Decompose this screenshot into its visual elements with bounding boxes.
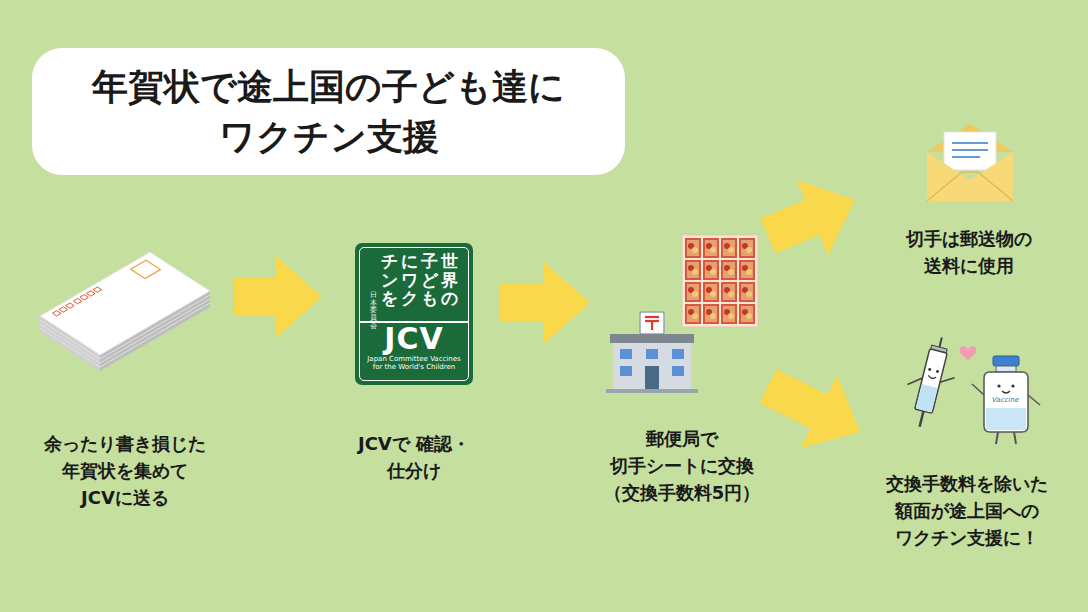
post-office bbox=[606, 312, 698, 393]
logo-top: 日本委員会世界の子どもにワクチンを bbox=[370, 243, 458, 317]
step-caption: JCVで 確認・仕分け bbox=[355, 430, 473, 484]
step-caption: 交換手数料を除いた 額面が途上国への ワクチン支援に！ bbox=[880, 470, 1054, 551]
title-text: 年賀状で途上国の子ども達に ワクチン支援 bbox=[89, 62, 569, 162]
vial-label: Vaccine bbox=[992, 396, 1019, 405]
jcv-logo: 日本委員会世界の子どもにワクチンを JCVJapan Committee Vacc… bbox=[355, 243, 473, 385]
step-caption: 余ったり書き損じた 年賀状を集めて JCVに送る bbox=[39, 430, 211, 511]
block-arrow bbox=[234, 256, 322, 338]
step-caption: 切手は郵送物の 送料に使用 bbox=[899, 225, 1039, 279]
vaccine-characters bbox=[898, 332, 1040, 444]
logo-english: Japan Committee Vaccines for the World's… bbox=[366, 355, 462, 371]
step-node: 交換手数料を除いた 額面が途上国への ワクチン支援に！ bbox=[862, 335, 1072, 555]
postcard-stack bbox=[40, 252, 210, 371]
step-caption: 郵便局で 切手シートに交換 （交換手数料5円） bbox=[596, 425, 768, 506]
step-node: 郵便局で 切手シートに交換 （交換手数料5円） bbox=[592, 232, 772, 510]
logo-subtext: 日本委員会 bbox=[370, 292, 377, 330]
stamp-sheet bbox=[682, 235, 758, 327]
block-arrow bbox=[500, 262, 590, 344]
block-arrow bbox=[761, 180, 855, 256]
logo-vertical-text: 世界の子どもにワクチンを bbox=[381, 252, 458, 310]
logo-wordmark: JCV bbox=[384, 323, 443, 355]
title-box: 年賀状で途上国の子ども達に ワクチン支援 bbox=[32, 48, 625, 175]
envelope bbox=[927, 124, 1013, 201]
step-node: 切手は郵送物の 送料に使用 bbox=[880, 120, 1058, 281]
block-arrow bbox=[760, 369, 861, 448]
step-node: 日本委員会世界の子どもにワクチンを JCVJapan Committee Vacc… bbox=[352, 240, 476, 505]
step-node: 余ったり書き損じた 年賀状を集めて JCVに送る bbox=[18, 245, 232, 513]
